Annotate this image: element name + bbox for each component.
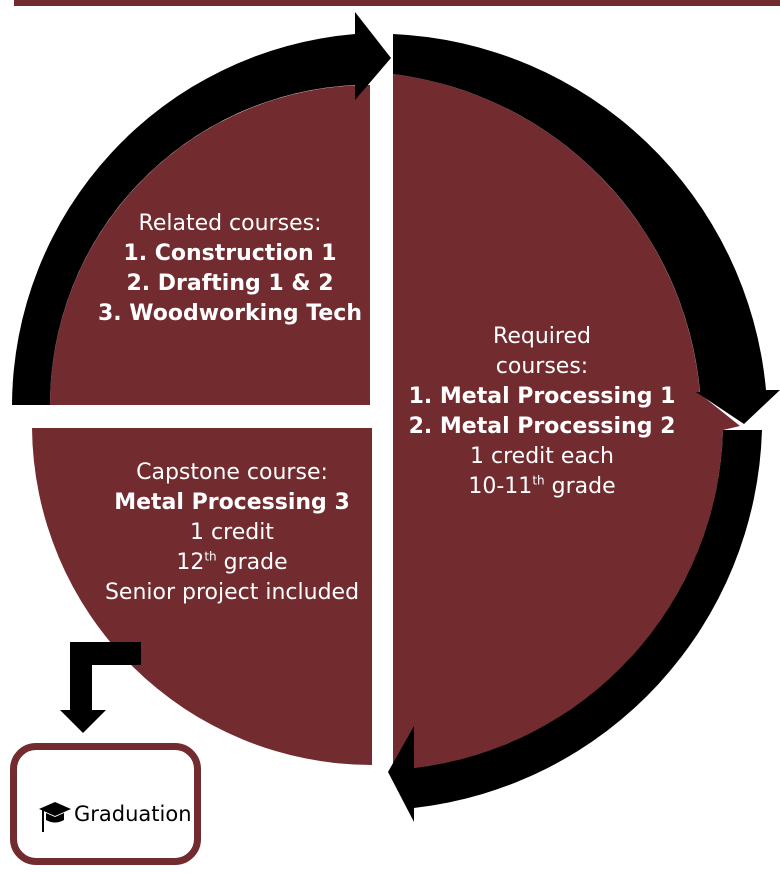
arrow-top-left	[12, 12, 391, 405]
required-courses-label: Required courses: 1. Metal Processing 1 …	[404, 322, 680, 502]
graduation-box: Graduation	[10, 743, 201, 865]
quadrant-related	[50, 85, 370, 405]
related-item: 1. Construction 1	[123, 241, 337, 266]
top-banner-bar	[14, 0, 780, 6]
arrow-to-graduation	[60, 642, 141, 733]
capstone-course-name: Metal Processing 3	[114, 490, 350, 515]
required-item: 1. Metal Processing 1	[408, 384, 676, 409]
required-heading-line2: courses:	[495, 354, 589, 379]
graduation-label: Graduation	[74, 802, 192, 826]
related-item: 3. Woodworking Tech	[97, 301, 363, 326]
arrow-bottom-right	[388, 430, 762, 822]
quadrant-capstone	[32, 428, 372, 765]
required-item: 2. Metal Processing 2	[408, 414, 676, 439]
capstone-project: Senior project included	[104, 580, 360, 605]
capstone-heading: Capstone course:	[136, 460, 328, 485]
required-heading-line1: Required	[493, 324, 591, 349]
quadrant-required	[393, 74, 740, 770]
related-item: 2. Drafting 1 & 2	[126, 271, 334, 296]
capstone-grade: 12th grade	[176, 549, 288, 575]
capstone-course-label: Capstone course: Metal Processing 3 1 cr…	[76, 458, 388, 608]
required-grade: 10-11th grade	[468, 473, 616, 499]
capstone-credit: 1 credit	[190, 520, 274, 545]
related-heading: Related courses:	[138, 211, 322, 236]
arrow-right	[393, 34, 780, 424]
required-credit: 1 credit each	[470, 444, 614, 469]
related-courses-label: Related courses: 1. Construction 1 2. Dr…	[90, 209, 370, 329]
graduation-cap-icon	[39, 802, 71, 832]
